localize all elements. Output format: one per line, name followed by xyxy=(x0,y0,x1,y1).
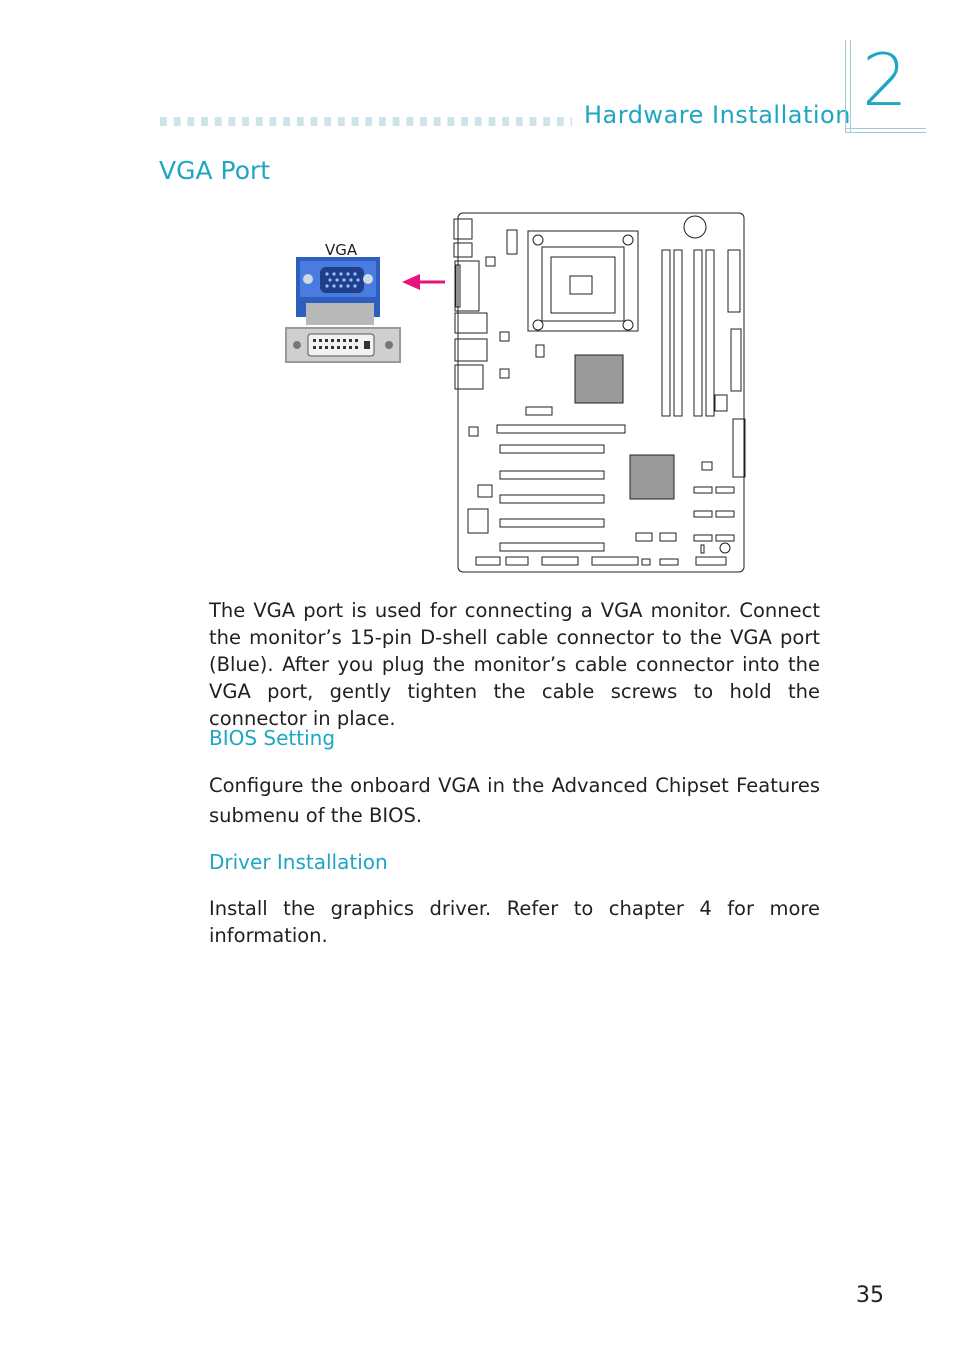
vga-port-illustration xyxy=(285,257,401,363)
driver-installation-paragraph: Install the graphics driver. Refer to ch… xyxy=(209,897,820,947)
vga-connector-label: VGA xyxy=(325,241,358,259)
header-dot-rule xyxy=(160,117,572,126)
driver-installation-heading: Driver Installation xyxy=(209,850,388,874)
chapter-number-frame xyxy=(845,40,926,133)
bios-setting-paragraph: Configure the onboard VGA in the Advance… xyxy=(209,774,820,827)
motherboard-figure xyxy=(285,212,746,573)
intro-paragraph: The VGA port is used for connecting a VG… xyxy=(209,599,820,730)
chapter-number: 2 xyxy=(862,38,908,122)
pointer-arrow-icon xyxy=(402,274,445,290)
bios-setting-heading: BIOS Setting xyxy=(209,726,336,750)
motherboard-layout xyxy=(453,212,746,573)
chapter-title: Hardware Installation xyxy=(584,101,851,129)
section-title: VGA Port xyxy=(159,156,271,185)
page-number: 35 xyxy=(856,1283,884,1308)
